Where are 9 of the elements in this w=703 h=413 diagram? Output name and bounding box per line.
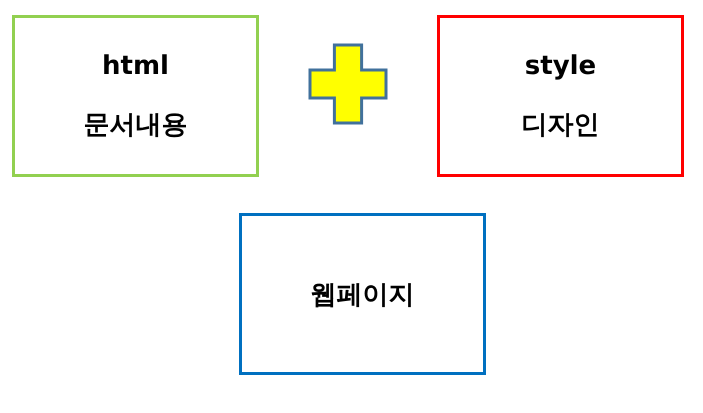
text-box xyxy=(239,213,486,375)
plus-icon xyxy=(308,43,388,125)
box-label: style xyxy=(524,50,596,80)
text-box xyxy=(12,15,259,177)
box-label: 문서내용 xyxy=(84,108,188,142)
box-label: 웹페이지 xyxy=(310,278,414,312)
box-label: html xyxy=(102,50,169,80)
text-box xyxy=(437,15,684,177)
box-label: 디자인 xyxy=(522,108,600,142)
